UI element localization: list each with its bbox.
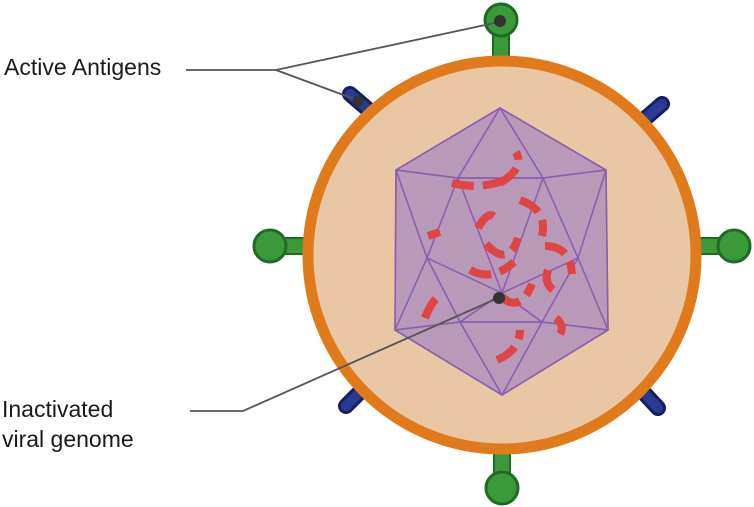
genome-leader (190, 297, 499, 412)
genome-pointer-dot (493, 292, 505, 304)
leader-lines (186, 21, 500, 412)
capsid (394, 107, 609, 396)
antigens-leader-branch (275, 69, 358, 101)
antigen-pointer-dot (352, 95, 364, 107)
antigen-pointer-dot (494, 15, 506, 27)
genome-label-line-2: viral genome (2, 426, 134, 452)
inactivated-genome-label: Inactivated viral genome (2, 394, 134, 454)
viral-genome (421, 150, 576, 364)
genome-label-line-1: Inactivated (2, 396, 114, 422)
active-antigens-label: Active Antigens (4, 54, 162, 80)
